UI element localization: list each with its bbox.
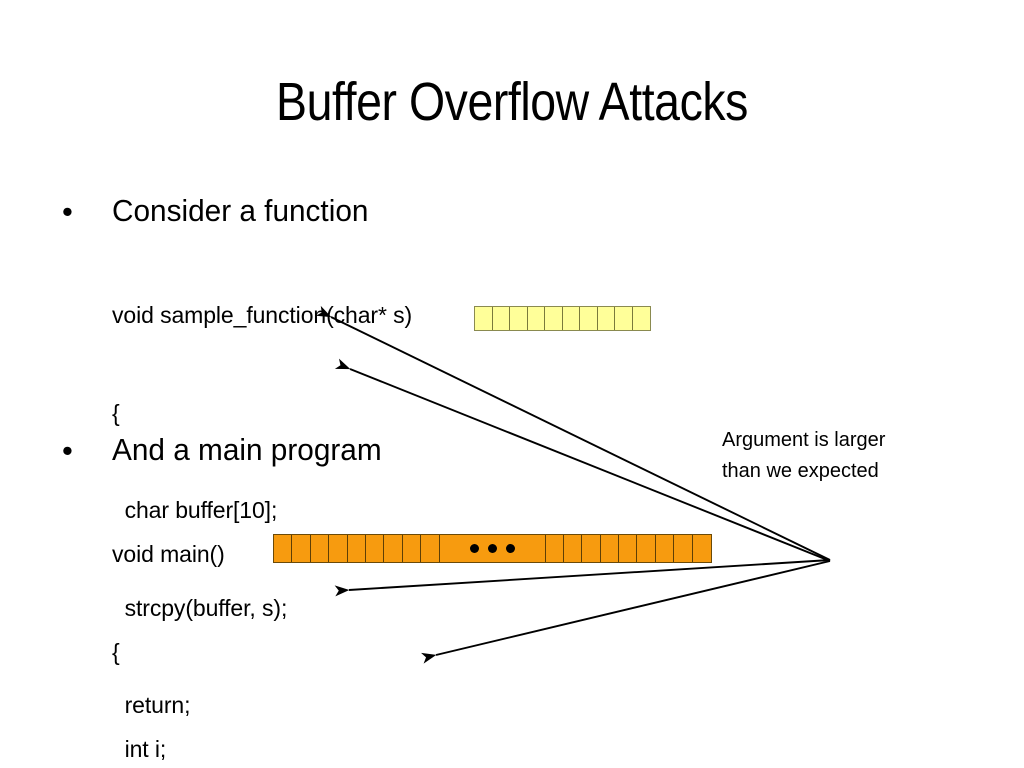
memory-cell xyxy=(597,307,615,330)
memory-cell xyxy=(600,535,620,562)
memory-cell xyxy=(637,535,656,562)
memory-cell xyxy=(545,307,563,330)
arrow-to-sample-function-call xyxy=(421,560,831,664)
memory-cell xyxy=(365,535,385,562)
memory-cell xyxy=(347,535,366,562)
memory-cell-ellipsis xyxy=(439,535,546,562)
memory-cell xyxy=(632,307,650,330)
memory-cell xyxy=(580,307,598,330)
code-block-main: void main() { int i; char temp[200]; for… xyxy=(112,473,422,768)
code-line: { xyxy=(112,638,120,665)
memory-cell xyxy=(475,307,493,330)
memory-cell xyxy=(510,307,528,330)
memory-cell xyxy=(615,307,633,330)
memory-cell xyxy=(402,535,422,562)
page-title: Buffer Overflow Attacks xyxy=(276,72,748,132)
memory-cell xyxy=(619,535,638,562)
memory-cell xyxy=(274,535,293,562)
memory-cell xyxy=(692,535,712,562)
memory-cell xyxy=(492,307,510,330)
bullet-marker-icon: • xyxy=(62,194,73,229)
memory-cell xyxy=(292,535,311,562)
code-line: strcpy(buffer, s); xyxy=(112,594,288,621)
bullet-label-and-a-main-program: And a main program xyxy=(112,432,382,467)
memory-cell xyxy=(563,535,583,562)
memory-cell xyxy=(582,535,601,562)
code-block-sample-function: void sample_function(char* s) { char buf… xyxy=(112,234,412,768)
bullet-label-consider-a-function: Consider a function xyxy=(112,193,369,228)
code-line: void sample_function(char* s) xyxy=(112,302,413,328)
code-line: char buffer[10]; xyxy=(112,497,278,523)
annotation-line-2: than we expected xyxy=(722,460,879,482)
memory-buffer-small-diagram xyxy=(474,306,651,331)
memory-cell xyxy=(329,535,348,562)
memory-buffer-large-diagram xyxy=(273,534,713,563)
memory-cell xyxy=(421,535,440,562)
code-line: { xyxy=(112,399,120,426)
code-line: void main() xyxy=(112,541,225,567)
memory-cell xyxy=(562,307,580,330)
ellipsis-icon xyxy=(440,535,545,562)
code-line: return; xyxy=(112,692,191,718)
memory-cell xyxy=(545,535,564,562)
memory-cell xyxy=(384,535,403,562)
annotation-argument-larger: Argument is larger than we expected xyxy=(722,425,982,487)
memory-cell xyxy=(310,535,330,562)
bullet-marker-icon: • xyxy=(62,433,73,468)
annotation-line-1: Argument is larger xyxy=(722,429,886,451)
memory-cell xyxy=(674,535,693,562)
memory-cell xyxy=(527,307,545,330)
code-line: int i; xyxy=(112,736,167,762)
memory-cell xyxy=(655,535,675,562)
